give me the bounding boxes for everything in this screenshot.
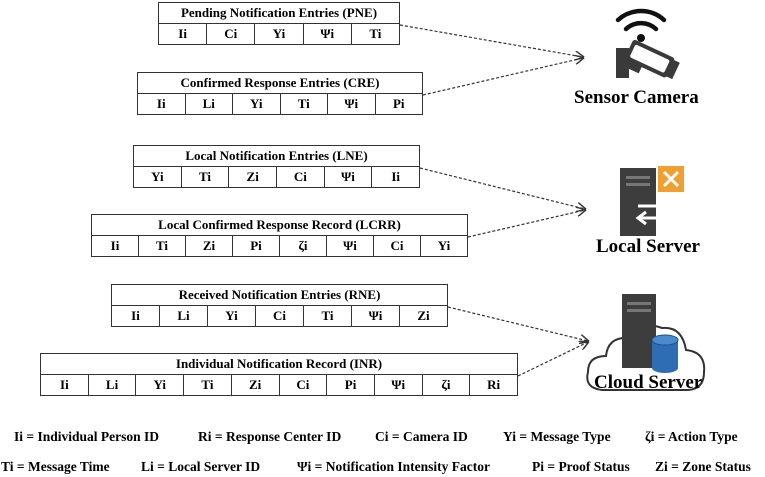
table-pne: Pending Notification Entries (PNE) Ii Ci… [158, 2, 400, 45]
arrow-pne-camera [399, 24, 583, 57]
arrow-rne-cloud [447, 306, 588, 341]
table-inr: Individual Notification Record (INR) Ii … [40, 353, 518, 396]
cloud-server-label: Cloud Server [594, 372, 703, 393]
legend-item: ζi = Action Type [645, 429, 738, 444]
field-cell: Ii [391, 169, 401, 184]
table-title: Confirmed Response Entries (CRE) [138, 73, 422, 94]
field-cell: Ci [374, 236, 421, 256]
field-cell: Ti [139, 236, 186, 256]
field-cell: Zi [232, 375, 280, 395]
field-cell: Yi [136, 375, 185, 395]
field-cell: Yi [437, 238, 451, 253]
field-cell: Ψi [375, 375, 423, 395]
field-cell: Pi [392, 96, 405, 111]
table-title: Local Notification Entries (LNE) [134, 146, 419, 167]
field-cell: Yi [233, 94, 281, 114]
field-cell: Yi [255, 24, 304, 44]
legend-item: Ti = Message Time [1, 459, 110, 474]
table-title: Received Notification Entries (RNE) [112, 285, 447, 306]
table-rne: Received Notification Entries (RNE) Ii L… [111, 284, 448, 327]
field-cell: Li [89, 375, 137, 395]
field-cell: Ti [182, 167, 230, 187]
field-cell: Ψi [325, 167, 373, 187]
cloud-server-database-icon [586, 294, 706, 391]
arrow-lcrr-local [467, 210, 585, 238]
table-cre: Confirmed Response Entries (CRE) Ii Li Y… [137, 72, 423, 115]
field-cell: Pi [233, 236, 280, 256]
wifi-camera-icon [615, 8, 680, 80]
local-server-label: Local Server [596, 236, 700, 257]
field-cell: Ti [304, 306, 352, 326]
field-cell: Ψi [352, 306, 400, 326]
field-cell: Ti [184, 375, 232, 395]
legend-item: Zi = Zone Status [655, 459, 751, 474]
legend-item: Ψi = Notification Intensity Factor [297, 459, 490, 474]
field-cell: Ci [280, 375, 328, 395]
table-title: Pending Notification Entries (PNE) [159, 3, 399, 24]
field-cell: Ii [41, 375, 89, 395]
field-cell: Zi [417, 308, 430, 323]
field-cell: Yi [208, 306, 256, 326]
field-cell: Ψi [304, 24, 352, 44]
table-lne: Local Notification Entries (LNE) Yi Ti Z… [133, 145, 420, 188]
arrow-lne-local [419, 167, 585, 209]
sensor-camera-label: Sensor Camera [574, 87, 699, 108]
field-cell: Ci [207, 24, 256, 44]
legend-item: Pi = Proof Status [532, 459, 630, 474]
legend-item: Ii = Individual Person ID [14, 429, 159, 444]
field-cell: ζi [280, 236, 327, 256]
field-cell: ζi [423, 375, 471, 395]
table-lcrr: Local Confirmed Response Record (LCRR) I… [91, 214, 468, 257]
field-cell: Zi [229, 167, 278, 187]
legend-item: Ri = Response Center ID [198, 429, 342, 444]
arrow-inr-cloud [517, 342, 588, 377]
field-cell: Li [160, 306, 208, 326]
field-cell: Ψi [327, 236, 374, 256]
field-cell: Ii [159, 24, 208, 44]
legend-item: Ci = Camera ID [375, 429, 468, 444]
field-cell: Pi [327, 375, 375, 395]
field-cell: Yi [134, 167, 182, 187]
field-cell: Ψi [328, 94, 376, 114]
field-cell: Ci [277, 167, 325, 187]
field-cell: Ti [281, 94, 328, 114]
arrow-cre-camera [422, 58, 583, 96]
field-cell: Ii [92, 236, 139, 256]
field-cell: Ii [112, 306, 160, 326]
legend-item: Yi = Message Type [503, 429, 611, 444]
field-cell: Zi [186, 236, 233, 256]
field-cell: Ri [487, 377, 501, 392]
legend-item: Li = Local Server ID [141, 459, 261, 474]
field-cell: Ci [256, 306, 304, 326]
field-cell: Ii [138, 94, 186, 114]
table-title: Local Confirmed Response Record (LCRR) [92, 215, 467, 236]
table-title: Individual Notification Record (INR) [41, 354, 517, 375]
field-cell: Ti [369, 26, 382, 41]
server-exchange-icon [620, 166, 684, 236]
field-cell: Li [186, 94, 233, 114]
